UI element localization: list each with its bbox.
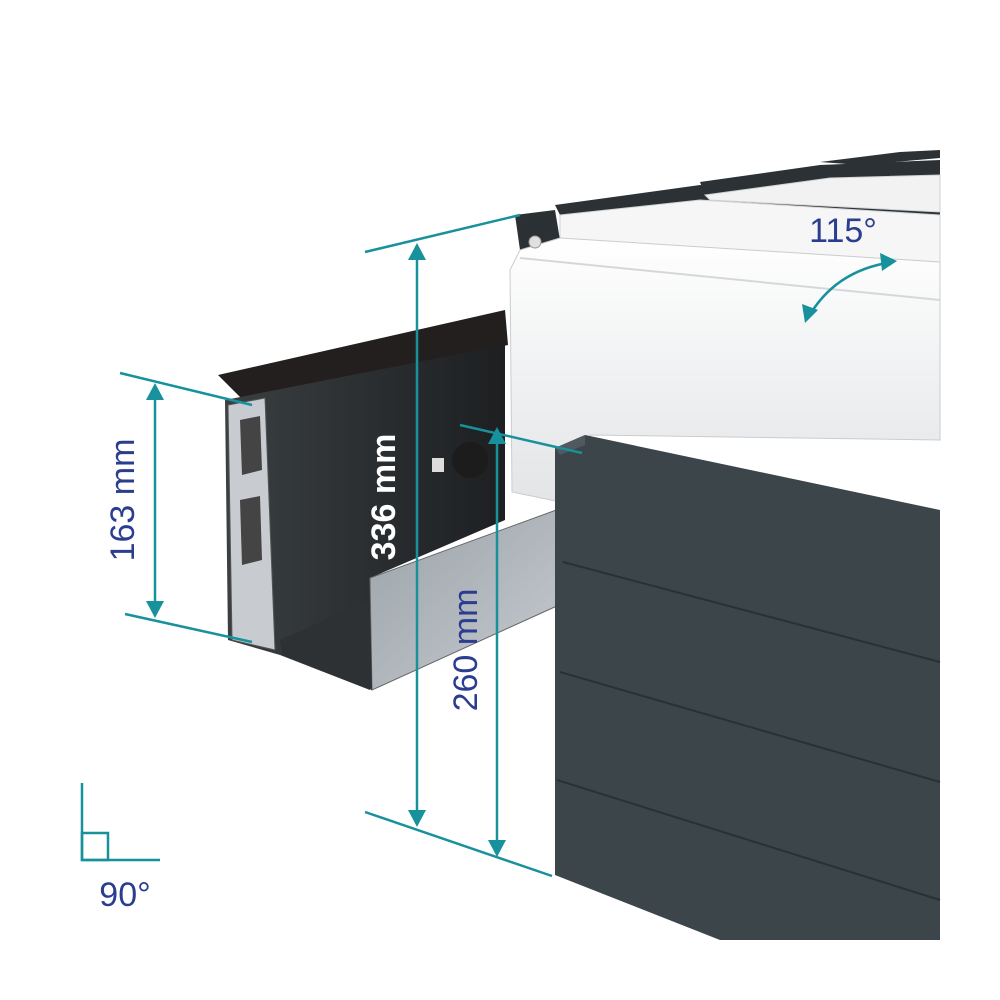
front-panel [555,435,941,940]
angle-115-label: 115° [809,212,877,250]
angle-90-label: 90° [99,876,150,914]
dimension-lines [80,213,894,878]
pergola-slats [555,150,941,263]
dimension-arrowheads [146,243,897,857]
dim-260-label: 260 mm [447,589,485,712]
dim-163-label: 163 mm [104,439,142,562]
aluminium-profile [218,310,571,691]
gutter-housing [509,210,941,506]
dim-336-label: 336 mm [365,434,403,561]
